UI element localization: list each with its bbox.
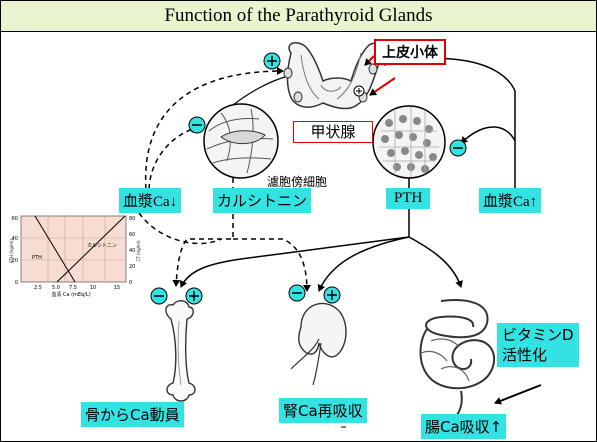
kidney-label: 腎Ca再吸収 <box>279 398 367 423</box>
inset-series-label-pth: PTH <box>32 255 42 261</box>
plasma-ca-up-label: 血漿Ca↑ <box>479 188 541 213</box>
inset-x-label: 血清 Ca (mEq/L) <box>51 291 90 298</box>
inset-graph: PTH (ng/ml) CT (ng/ml) 60 40 20 0 80 60 … <box>9 216 141 298</box>
vitamin-d-label: ビタミンD 活性化 <box>497 323 579 367</box>
inset-x-tick: 10 <box>90 285 96 291</box>
plus-marker <box>186 288 202 304</box>
minus-marker <box>189 117 205 133</box>
intestine-label: 腸Ca吸収↑ <box>421 414 506 439</box>
c-cell-histology-circle <box>204 104 278 178</box>
inset-left-tick: 60 <box>12 216 18 222</box>
thyroid-gland-illustration <box>284 43 381 109</box>
inset-left-tick: 20 <box>12 258 18 264</box>
calcitonin-label: カルシトニン <box>213 188 311 213</box>
inset-right-tick: 80 <box>129 216 135 222</box>
pathway-arrows <box>139 56 541 427</box>
inset-right-tick: 40 <box>129 248 135 254</box>
parathyroid-label: 上皮小体 <box>374 39 446 65</box>
kidney-illustration <box>291 303 346 385</box>
bone-illustration <box>166 301 195 401</box>
minus-marker <box>289 285 305 301</box>
thyroid-label: 甲状腺 <box>293 121 373 143</box>
inset-right-axis-label: CT (ng/ml) <box>136 240 141 261</box>
plasma-ca-down-label: 血漿Ca↓ <box>119 188 181 213</box>
parathyroid-histology-circle <box>373 106 445 178</box>
inset-x-tick: 7.5 <box>69 285 77 291</box>
parathyroid-plus-small <box>354 86 364 96</box>
inset-right-tick: 60 <box>129 232 135 238</box>
pth-label: PTH <box>386 188 430 209</box>
inset-left-tick: 0 <box>15 280 18 286</box>
inset-x-tick: 15 <box>114 285 120 291</box>
minus-marker <box>450 140 466 156</box>
minus-marker <box>151 288 167 304</box>
inset-right-tick: 20 <box>129 264 135 270</box>
bone-label: 骨からCa動員 <box>81 402 184 427</box>
plus-marker <box>264 53 280 69</box>
inset-x-tick: 2.5 <box>34 285 42 291</box>
plus-marker <box>324 287 340 303</box>
inset-series-label-calcitonin: カルシトニン <box>87 243 117 249</box>
inset-right-tick: 0 <box>129 280 132 286</box>
inset-x-tick: 5.0 <box>52 285 60 291</box>
inset-left-tick: 40 <box>12 236 18 242</box>
intestine-illustration <box>421 300 495 415</box>
